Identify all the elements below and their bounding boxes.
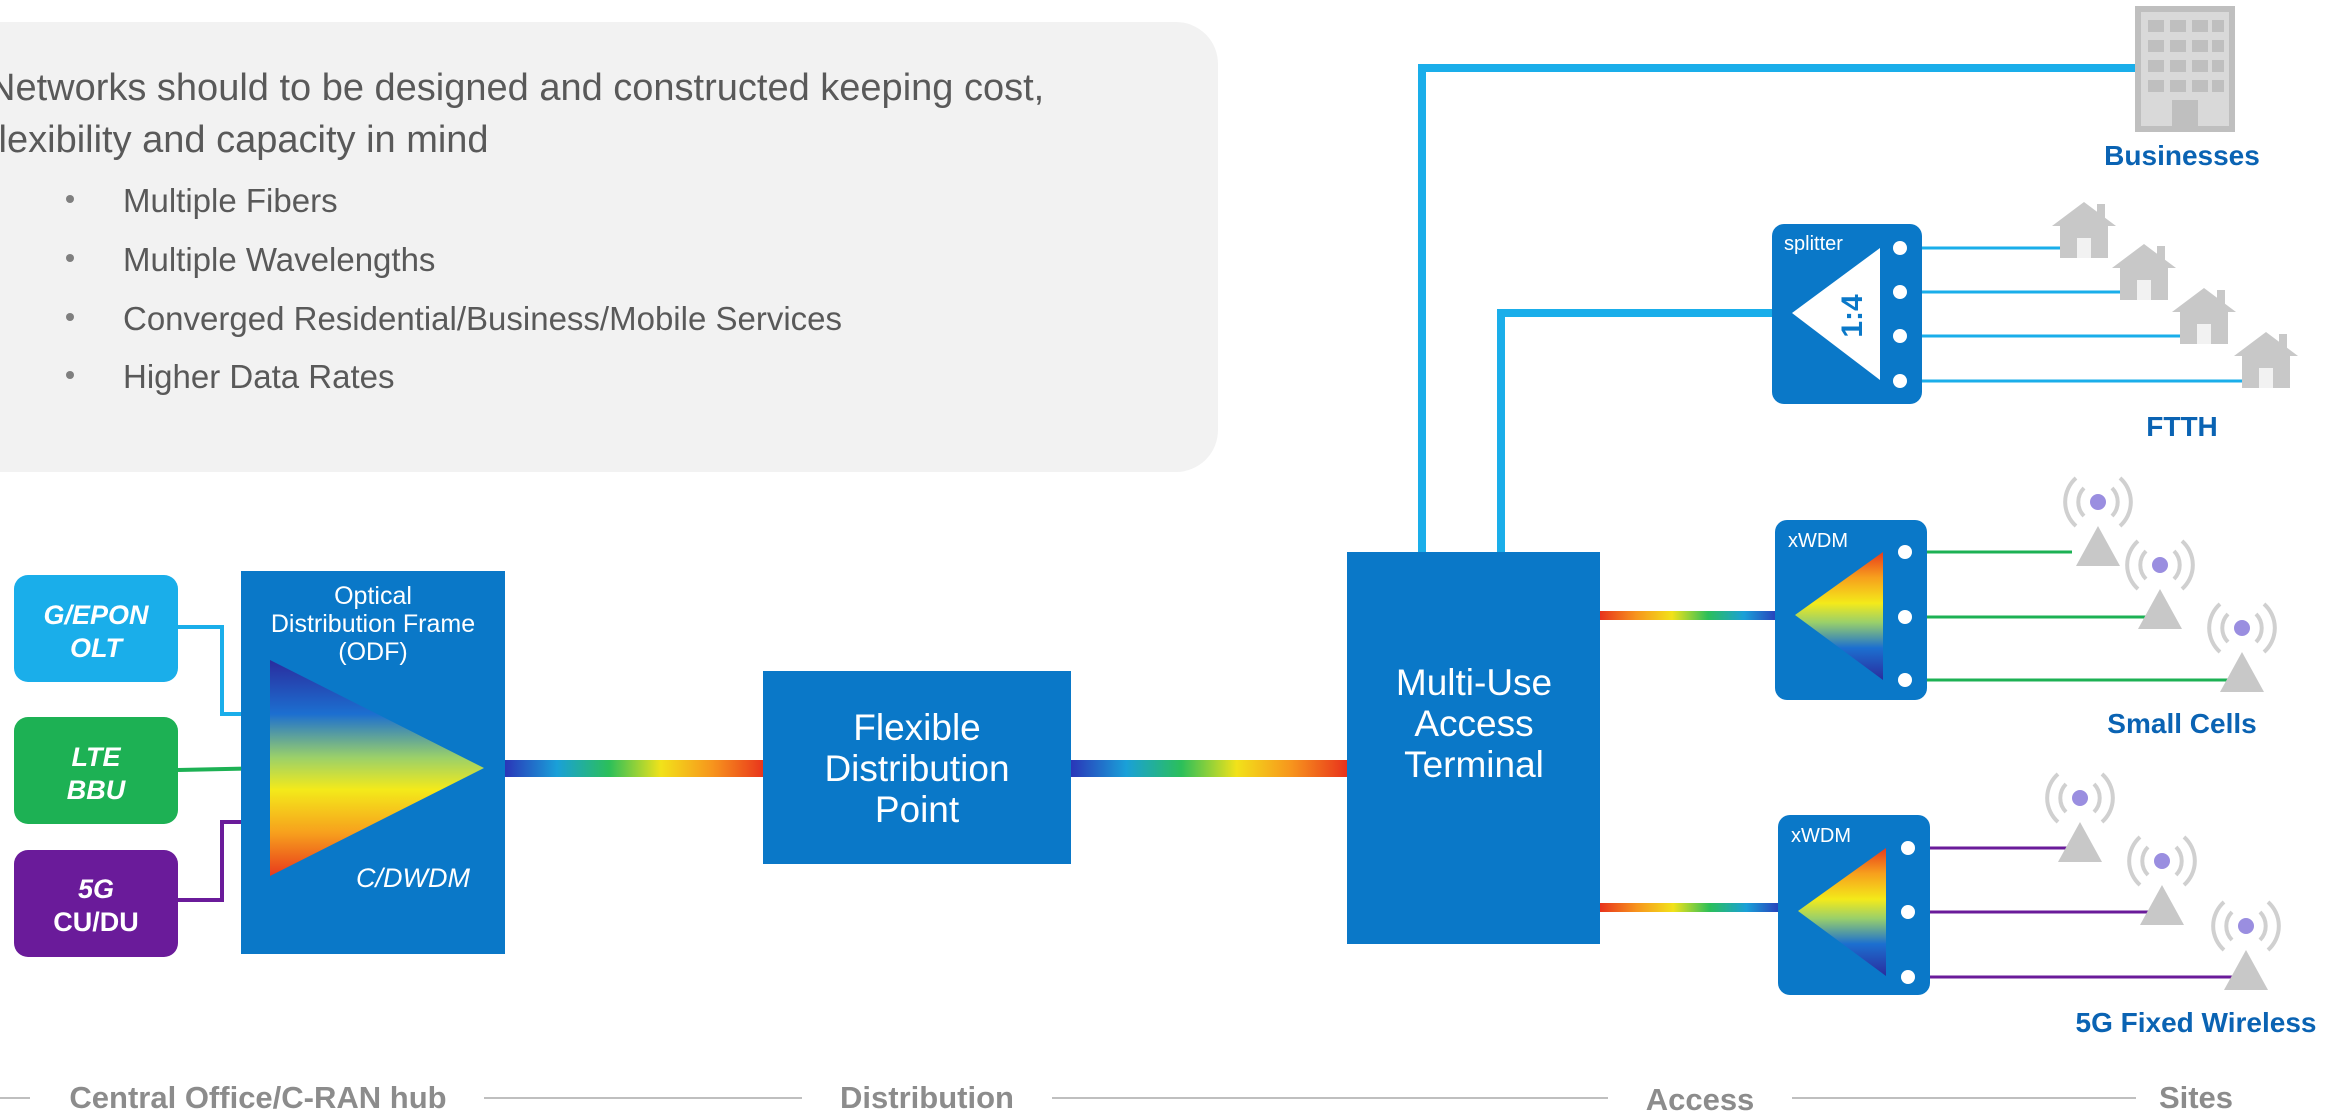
site-label-ftth: FTTH: [2146, 411, 2218, 442]
stage-label-distribution: Distribution: [840, 1080, 1014, 1114]
fiveg-label-line2: CU/DU: [53, 907, 139, 937]
antenna-icon: [2125, 539, 2195, 629]
xwdm-demux-triangle: [1798, 848, 1886, 976]
note-headline-line1: Networks should to be designed and const…: [0, 67, 1044, 109]
muat-feeders: [1418, 64, 2140, 552]
fiveg-label-line1: 5G: [78, 874, 114, 904]
splitter: splitter 1:4: [1772, 224, 1922, 404]
xwdm-port: [1901, 970, 1915, 984]
antenna-icon: [2063, 476, 2133, 566]
fdp-label-line1: Flexible: [853, 707, 981, 748]
xwdm-demux-triangle: [1795, 552, 1883, 680]
xwdm-port: [1898, 545, 1912, 559]
house-icon: [2234, 332, 2298, 388]
house-icon: [2112, 244, 2176, 300]
fdp-to-muat-fiber: [1071, 760, 1347, 777]
note-headline-line2: flexibility and capacity in mind: [0, 119, 489, 161]
xwdm-small-cells: xWDM: [1775, 520, 1927, 700]
stage-label-access: Access: [1646, 1082, 1755, 1114]
muat-label-line1: Multi-Use: [1396, 662, 1552, 703]
design-note: Networks should to be designed and const…: [0, 22, 1218, 472]
bullet-item: Multiple Fibers: [123, 182, 338, 219]
cdwdm-mux-triangle: [270, 660, 484, 876]
xwdm-port: [1901, 841, 1915, 855]
bullet-dot: [66, 195, 74, 203]
lte-label-line2: BBU: [67, 775, 127, 805]
odf-to-fdp-fiber: [505, 760, 765, 777]
stage-label-sites: Sites: [2159, 1080, 2233, 1114]
gepon-label-line2: OLT: [70, 633, 124, 663]
business-feeder: [1418, 64, 2140, 552]
xwdm-port: [1901, 905, 1915, 919]
ftth-feeder: [1497, 309, 1773, 552]
odf-title-line1: Optical: [334, 582, 412, 610]
bullet-item: Multiple Wavelengths: [123, 241, 435, 278]
site-label-fixed-wireless: 5G Fixed Wireless: [2076, 1007, 2317, 1038]
fdp-label-line2: Distribution: [824, 748, 1009, 789]
multi-use-access-terminal: Multi-Use Access Terminal: [1347, 552, 1600, 944]
note-background: [0, 22, 1218, 472]
fiveg-cudu-box: 5G CU/DU: [14, 850, 178, 957]
splitter-port: [1893, 241, 1907, 255]
gepon-olt-box: G/EPON OLT: [14, 575, 178, 682]
muat-to-xwdm-top-fiber: [1600, 611, 1780, 620]
fixed-wireless-drops: [1908, 846, 2245, 979]
odf-title-line3: (ODF): [338, 638, 407, 666]
muat-label-line2: Access: [1414, 703, 1533, 744]
xwdm-port: [1898, 610, 1912, 624]
stage-label-central: Central Office/C-RAN hub: [69, 1080, 446, 1114]
site-label-small-cells: Small Cells: [2107, 708, 2256, 739]
odf-frame: Optical Distribution Frame (ODF) C/DWDM: [241, 571, 505, 954]
splitter-triangle: [1792, 248, 1880, 380]
xwdm-port: [1898, 673, 1912, 687]
gepon-label-line1: G/EPON: [43, 600, 149, 630]
building-icon: [2135, 6, 2235, 132]
splitter-port: [1893, 374, 1907, 388]
splitter-ratio: 1:4: [1836, 294, 1869, 338]
muat-to-xwdm-bottom-fiber: [1600, 903, 1783, 912]
odf-title-line2: Distribution Frame: [271, 610, 475, 638]
bullet-item: Higher Data Rates: [123, 358, 394, 395]
house-icon: [2172, 288, 2236, 344]
antenna-icon: [2207, 602, 2277, 692]
small-cell-drops: [1905, 550, 2240, 682]
bullet-dot: [66, 371, 74, 379]
xwdm-fixed-wireless: xWDM: [1778, 815, 1930, 995]
splitter-port: [1893, 285, 1907, 299]
flexible-distribution-point: Flexible Distribution Point: [763, 671, 1071, 864]
bullet-item: Converged Residential/Business/Mobile Se…: [123, 300, 842, 337]
splitter-label: splitter: [1784, 233, 1843, 255]
bullet-dot: [66, 254, 74, 262]
lte-bbu-box: LTE BBU: [14, 717, 178, 824]
ftth-drops: [1900, 246, 2254, 383]
lte-label-line1: LTE: [72, 742, 122, 772]
antenna-icon: [2127, 835, 2197, 925]
house-icon: [2052, 202, 2116, 258]
xwdm-top-label: xWDM: [1788, 530, 1848, 552]
splitter-port: [1893, 329, 1907, 343]
bullet-dot: [66, 313, 74, 321]
antenna-icon: [2211, 900, 2281, 990]
odf-mux-label: C/DWDM: [356, 863, 470, 893]
site-label-businesses: Businesses: [2104, 140, 2260, 171]
muat-label-line3: Terminal: [1404, 744, 1544, 785]
antenna-icon: [2045, 772, 2115, 862]
xwdm-bottom-label: xWDM: [1791, 825, 1851, 847]
fdp-label-line3: Point: [875, 789, 960, 830]
